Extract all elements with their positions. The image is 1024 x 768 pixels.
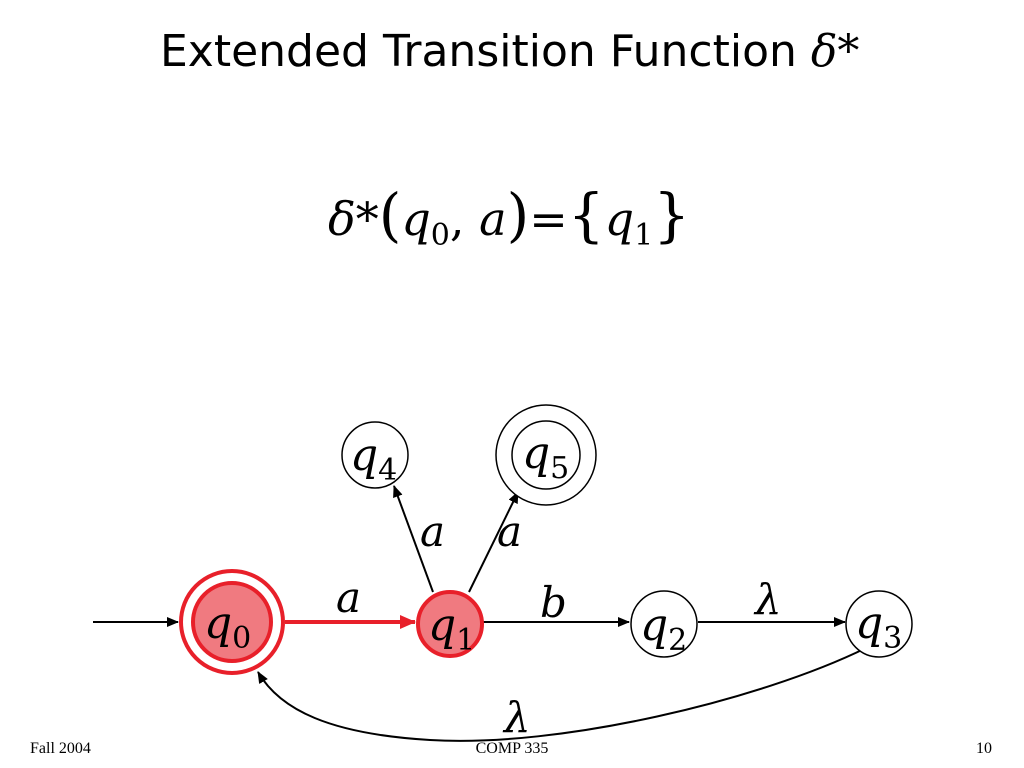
state-q5-name: q	[522, 428, 550, 479]
state-q0-sub: 0	[232, 621, 251, 656]
svg-text:q1: q1	[428, 600, 475, 658]
state-q3-name: q	[855, 598, 883, 649]
transition-formula: δ*(q0, a)={q1}	[328, 180, 690, 254]
formula-star: *	[355, 192, 379, 246]
svg-text:q3: q3	[855, 598, 902, 656]
state-q2-name: q	[640, 600, 668, 651]
state-q2[interactable]: q2	[630, 590, 698, 658]
state-q3-sub: 3	[883, 621, 902, 656]
state-q0[interactable]: q0	[179, 569, 285, 675]
label-q3-q0: λ	[502, 693, 531, 742]
label-q2-q3: λ	[753, 575, 782, 624]
title-text: Extended Transition Function	[160, 26, 797, 77]
formula-result-state: q	[604, 192, 635, 246]
formula-equals: =	[529, 192, 568, 246]
formula-result-sub: 1	[634, 218, 654, 253]
footer-course: COMP 335	[475, 740, 549, 757]
formula-rparen: )	[506, 181, 530, 249]
formula-symbol: a	[479, 192, 507, 246]
state-q4-name: q	[350, 430, 378, 481]
formula-lparen: (	[378, 181, 402, 249]
state-q1-sub: 1	[456, 623, 475, 658]
label-q1-q5: a	[497, 507, 522, 556]
footer-term: Fall 2004	[30, 740, 91, 757]
title-delta-symbol: δ	[810, 26, 838, 77]
state-q1-name: q	[428, 600, 456, 651]
edge-q1-q4	[393, 485, 434, 593]
label-q1-q2: b	[540, 578, 567, 627]
edge-q3-q0	[257, 647, 867, 742]
slide-title: Extended Transition Function δ*	[160, 22, 859, 82]
label-q0-q1: a	[336, 573, 361, 622]
formula-delta: δ	[328, 192, 356, 246]
title-star-symbol: *	[837, 26, 860, 77]
formula-rbrace: }	[653, 181, 691, 249]
state-q3[interactable]: q3	[845, 590, 913, 658]
state-q5[interactable]: q5	[495, 404, 597, 506]
label-q1-q4: a	[420, 507, 445, 556]
state-q0-name: q	[204, 598, 232, 649]
state-q4[interactable]: q4	[341, 421, 409, 489]
svg-text:q0: q0	[204, 598, 251, 656]
state-q2-sub: 2	[668, 623, 687, 658]
footer-page-number: 10	[976, 740, 992, 757]
state-q5-sub: 5	[550, 451, 569, 486]
formula-lbrace: {	[567, 181, 605, 249]
formula-state-sub: 0	[430, 218, 450, 253]
svg-text:q4: q4	[350, 430, 397, 488]
edge-q1-q5	[468, 491, 519, 593]
formula-state: q	[401, 192, 431, 246]
svg-text:q5: q5	[522, 428, 569, 486]
state-q1[interactable]: q1	[416, 590, 484, 658]
state-q4-sub: 4	[378, 453, 397, 488]
formula-comma: ,	[449, 192, 465, 246]
svg-text:q2: q2	[640, 600, 687, 658]
